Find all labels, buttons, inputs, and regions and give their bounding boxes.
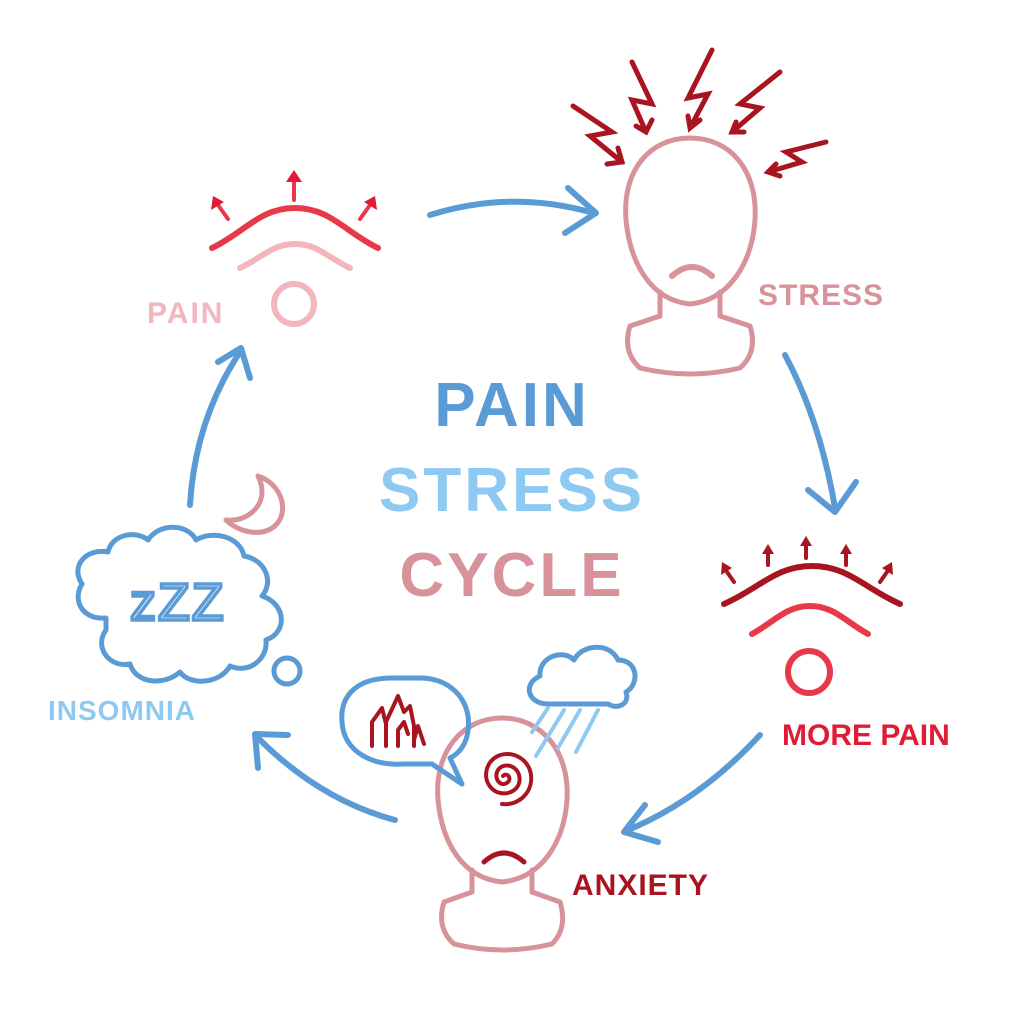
moon-icon	[223, 473, 286, 535]
cycle-arrows	[187, 185, 859, 845]
rain-cloud-icon	[526, 644, 638, 758]
title-line-cycle: CYCLE	[399, 541, 625, 610]
spiral-icon	[484, 752, 534, 807]
insomnia-label: INSOMNIA	[48, 695, 196, 726]
cycle-arrow-icon	[187, 345, 253, 508]
title-line-pain: PAIN	[434, 371, 590, 440]
zzz-symbol: zZZ	[130, 574, 226, 632]
cycle-arrow-icon	[427, 185, 599, 236]
more-pain-wave-icon	[721, 536, 903, 696]
pain-wave-icon	[209, 170, 381, 327]
more-pain-label: MORE PAIN	[782, 719, 950, 752]
fire-thought-bubble-icon	[339, 675, 471, 787]
stressed-head-icon	[623, 135, 758, 377]
stress-label: STRESS	[758, 279, 884, 312]
lightning-bolt-icon	[570, 47, 829, 179]
cycle-arrow-icon	[782, 352, 859, 515]
title-line-stress: STRESS	[378, 456, 646, 525]
cycle-arrow-icon	[252, 731, 398, 823]
sleep-cloud-icon	[75, 524, 303, 687]
anxiety-label: ANXIETY	[572, 869, 709, 902]
cycle-arrow-icon	[621, 732, 763, 845]
pain-label: PAIN	[147, 297, 224, 330]
anxious-head-icon	[435, 715, 570, 953]
